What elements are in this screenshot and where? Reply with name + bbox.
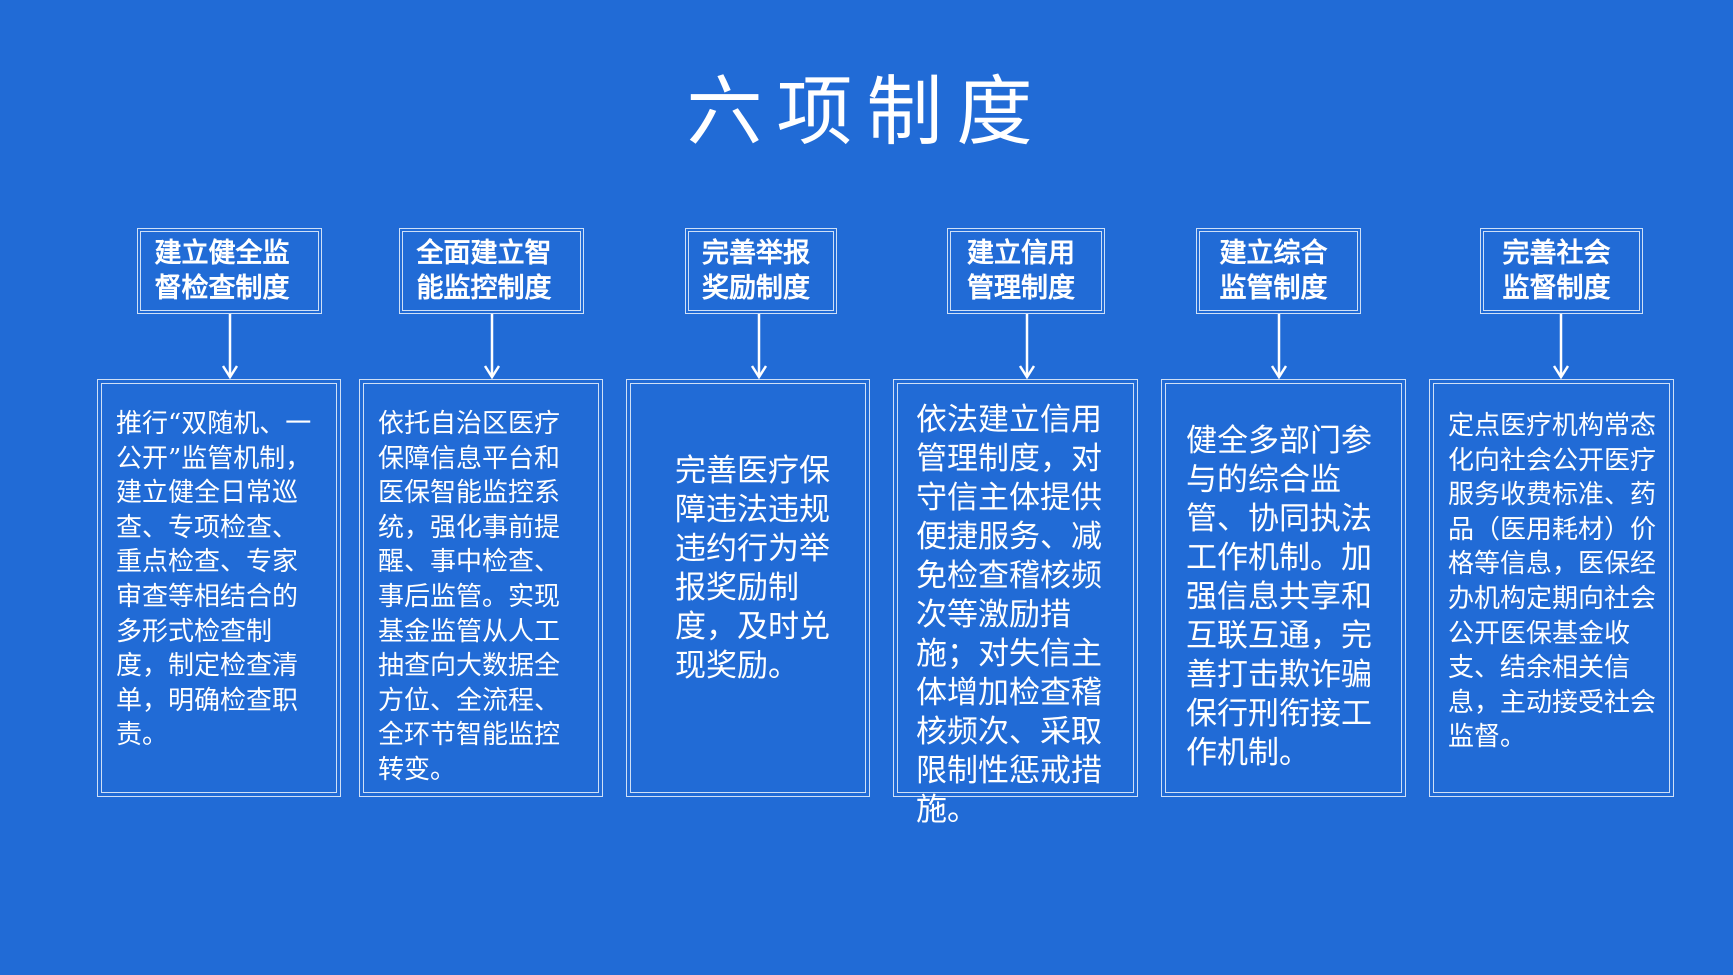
body-text: 完善医疗保障违法违规违约行为举报奖励制度，及时兑现奖励。 (675, 453, 830, 684)
body-box-social-supervision: 定点医疗机构常态化向社会公开医疗服务收费标准、药品（医用耗材）价格等信息，医保经… (1429, 379, 1674, 797)
arrow-down-icon (483, 314, 501, 380)
arrow-down-icon (750, 314, 768, 380)
page-title: 六项制度 (686, 67, 1047, 156)
body-text: 推行“双随机、一公开”监管机制，建立健全日常巡查、专项检查、重点检查、专家审查等… (116, 409, 312, 751)
arrow-down-icon (1270, 314, 1288, 380)
heading-box-credit-management: 建立信用管理制度 (947, 228, 1105, 314)
heading-label: 建立健全监督检查制度 (154, 238, 290, 304)
heading-box-reporting-reward: 完善举报奖励制度 (685, 228, 837, 314)
heading-label: 完善社会监督制度 (1502, 238, 1611, 304)
heading-box-supervision-inspection: 建立健全监督检查制度 (137, 228, 322, 314)
body-text: 定点医疗机构常态化向社会公开医疗服务收费标准、药品（医用耗材）价格等信息，医保经… (1448, 411, 1657, 753)
heading-box-comprehensive-supervision: 建立综合监管制度 (1196, 228, 1361, 314)
heading-label: 建立综合监管制度 (1219, 238, 1328, 304)
heading-label: 完善举报奖励制度 (702, 238, 810, 304)
body-text: 健全多部门参与的综合监管、协同执法工作机制。加强信息共享和互联互通，完善打击欺诈… (1186, 423, 1372, 771)
heading-label: 全面建立智能监控制度 (416, 238, 552, 304)
body-box-comprehensive-supervision: 健全多部门参与的综合监管、协同执法工作机制。加强信息共享和互联互通，完善打击欺诈… (1161, 379, 1406, 797)
body-text: 依托自治区医疗保障信息平台和医保智能监控系统，强化事前提醒、事中检查、事后监管。… (378, 409, 561, 785)
heading-label: 建立信用管理制度 (967, 238, 1075, 304)
body-box-credit-management: 依法建立信用管理制度，对守信主体提供便捷服务、减免检查稽核频次等激励措施；对失信… (893, 379, 1138, 828)
body-box-supervision-inspection: 推行“双随机、一公开”监管机制，建立健全日常巡查、专项检查、重点检查、专家审查等… (97, 379, 341, 797)
arrow-down-icon (1018, 314, 1036, 380)
body-box-smart-monitoring: 依托自治区医疗保障信息平台和医保智能监控系统，强化事前提醒、事中检查、事后监管。… (359, 379, 603, 797)
body-text: 依法建立信用管理制度，对守信主体提供便捷服务、减免检查稽核频次等激励措施；对失信… (916, 402, 1102, 828)
heading-box-smart-monitoring: 全面建立智能监控制度 (399, 228, 584, 314)
heading-box-social-supervision: 完善社会监督制度 (1480, 228, 1643, 314)
arrow-down-icon (221, 314, 239, 380)
arrow-down-icon (1552, 314, 1570, 380)
body-box-reporting-reward: 完善医疗保障违法违规违约行为举报奖励制度，及时兑现奖励。 (626, 379, 870, 797)
